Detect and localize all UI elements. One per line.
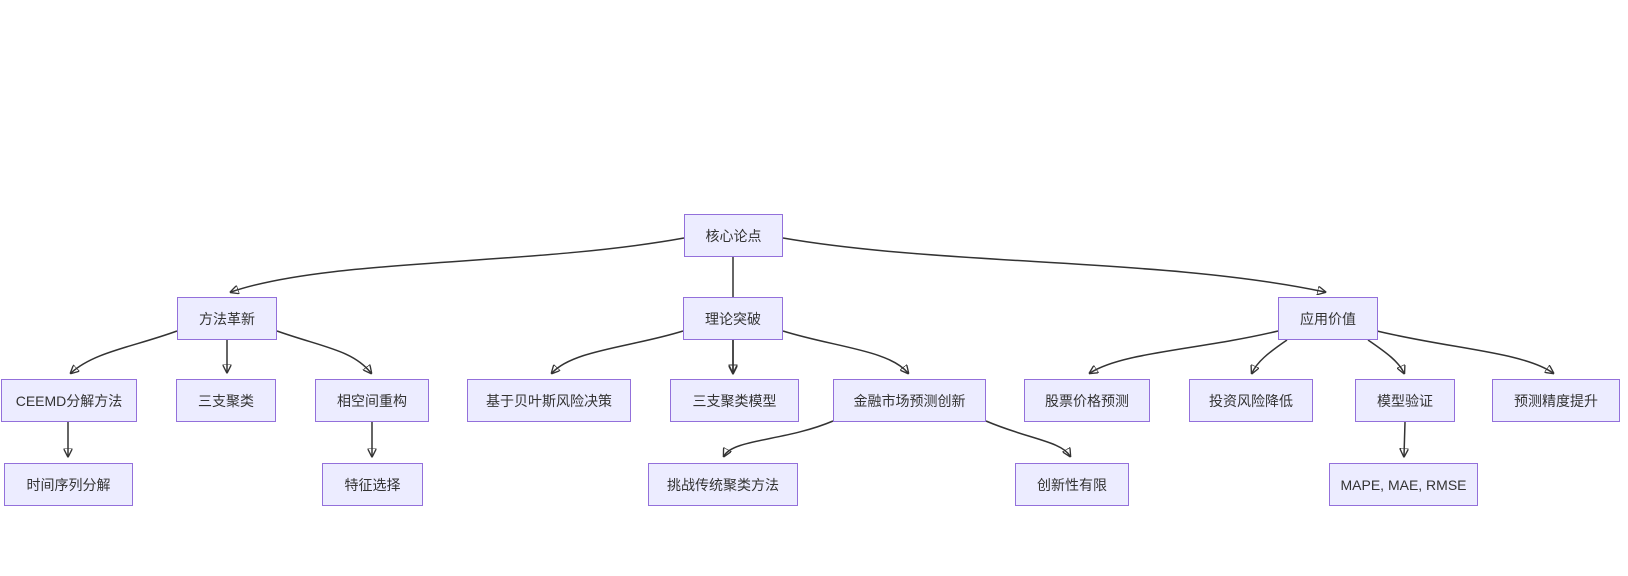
node-label: 基于贝叶斯风险决策 xyxy=(486,392,612,409)
node-stock-price-prediction: 股票价格预测 xyxy=(1024,379,1150,422)
edge-method-ceemd xyxy=(71,330,178,373)
node-three-way-clustering: 三支聚类 xyxy=(176,379,276,422)
node-investment-risk-reduction: 投资风险降低 xyxy=(1189,379,1313,422)
node-phase-space-reconstruction: 相空间重构 xyxy=(315,379,429,422)
node-label: 核心论点 xyxy=(705,227,762,244)
edge-application-accuracy xyxy=(1376,330,1553,373)
node-label: CEEMD分解方法 xyxy=(15,392,123,409)
node-label: 金融市场预测创新 xyxy=(853,392,966,409)
node-ceemd-decomposition-method: CEEMD分解方法 xyxy=(1,379,137,422)
node-label: 创新性有限 xyxy=(1037,476,1107,493)
edge-method-phase xyxy=(276,330,371,373)
node-core-argument: 核心论点 xyxy=(684,214,783,257)
node-label: 理论突破 xyxy=(705,310,761,327)
edge-finance-limited xyxy=(985,420,1070,456)
node-label: 挑战传统聚类方法 xyxy=(667,476,779,493)
node-label: 三支聚类 xyxy=(198,392,254,409)
edge-application-modelval xyxy=(1367,339,1404,373)
edge-application-invest xyxy=(1252,339,1288,373)
node-feature-selection: 特征选择 xyxy=(322,463,423,506)
node-application-value: 应用价值 xyxy=(1278,297,1378,340)
edge-theory-bayes xyxy=(552,330,684,373)
node-evaluation-metrics: MAPE, MAE, RMSE xyxy=(1329,463,1478,506)
node-model-validation: 模型验证 xyxy=(1355,379,1455,422)
edge-theory-finance xyxy=(782,330,908,373)
node-label: 投资风险降低 xyxy=(1209,392,1293,409)
node-label: 时间序列分解 xyxy=(26,476,111,493)
node-label: 方法革新 xyxy=(199,310,255,327)
node-label: 特征选择 xyxy=(344,476,401,493)
edge-modelval-metrics xyxy=(1404,421,1405,456)
node-time-series-decomposition: 时间序列分解 xyxy=(4,463,133,506)
node-bayesian-risk-decision: 基于贝叶斯风险决策 xyxy=(467,379,631,422)
node-financial-market-prediction-innovation: 金融市场预测创新 xyxy=(833,379,986,422)
node-theory-breakthrough: 理论突破 xyxy=(683,297,783,340)
node-label: 相空间重构 xyxy=(337,392,407,409)
node-label: MAPE, MAE, RMSE xyxy=(1340,476,1467,493)
node-method-innovation: 方法革新 xyxy=(177,297,277,340)
node-challenge-traditional-clustering: 挑战传统聚类方法 xyxy=(648,463,798,506)
node-label: 应用价值 xyxy=(1300,310,1356,327)
node-label: 模型验证 xyxy=(1377,392,1433,409)
node-limited-innovation: 创新性有限 xyxy=(1015,463,1129,506)
edge-finance-challenge xyxy=(724,420,834,456)
node-label: 预测精度提升 xyxy=(1514,392,1598,409)
edge-application-stock xyxy=(1090,330,1279,373)
edge-core-method xyxy=(231,237,685,292)
node-prediction-accuracy-improvement: 预测精度提升 xyxy=(1492,379,1620,422)
node-label: 三支聚类模型 xyxy=(692,392,777,409)
node-three-way-clustering-model: 三支聚类模型 xyxy=(670,379,799,422)
edge-core-application xyxy=(782,237,1325,292)
node-label: 股票价格预测 xyxy=(1045,392,1129,409)
